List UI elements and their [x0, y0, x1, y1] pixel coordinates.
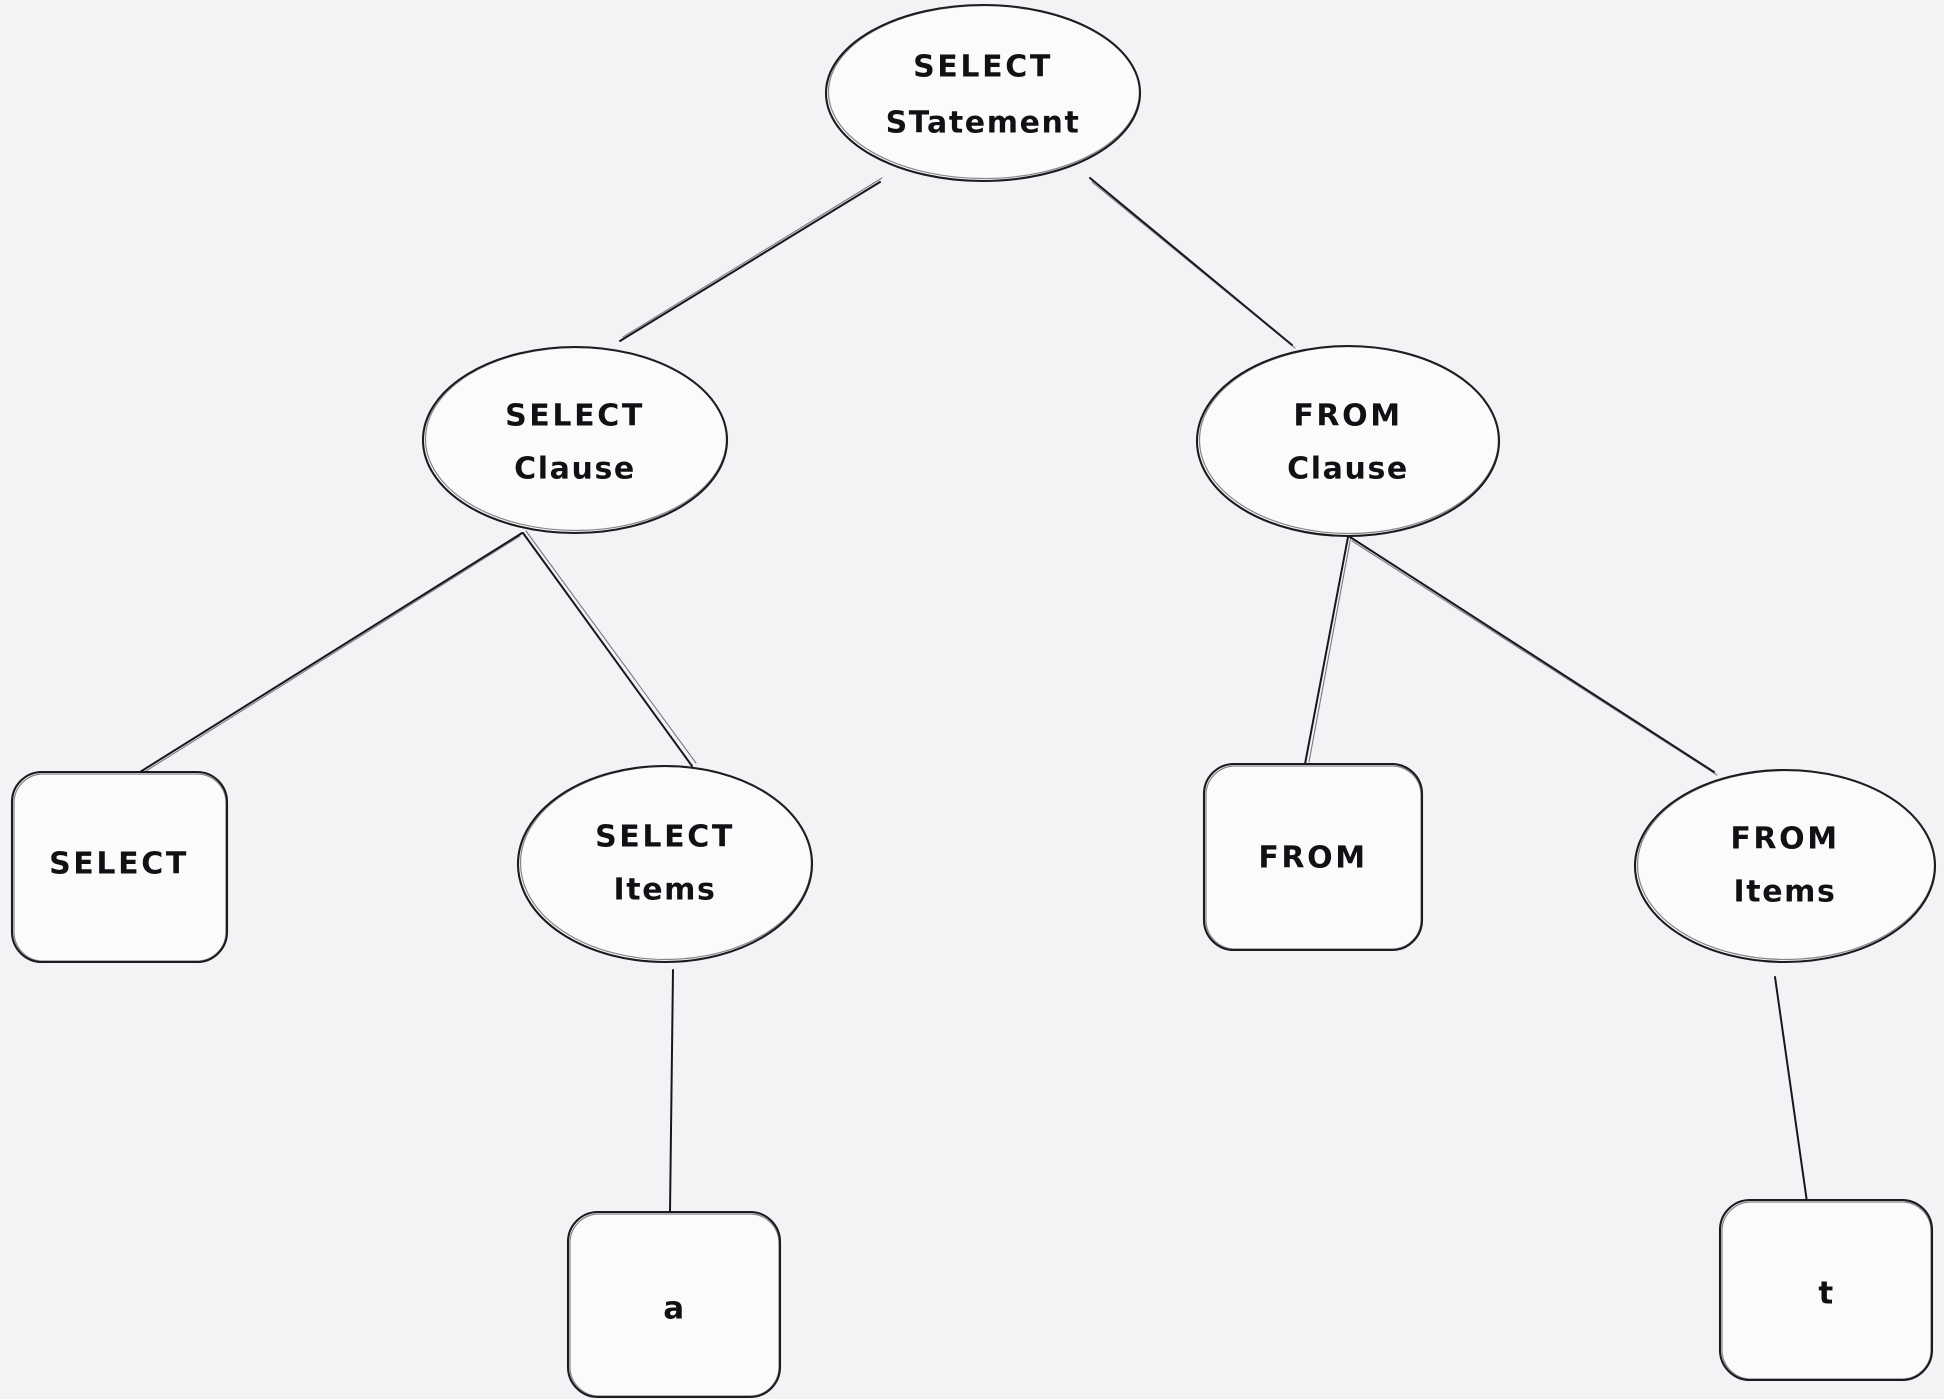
node-select-terminal[interactable]: SELECT	[10, 770, 229, 964]
edge-root-to-from-clause	[1089, 177, 1296, 349]
nodes-layer: SELECT STatement SELECT Clause FROM Clau…	[10, 3, 1937, 1399]
edges-layer	[137, 177, 1808, 1213]
node-table-t[interactable]: t	[1718, 1198, 1934, 1382]
node-table-t-label: t	[1818, 1276, 1833, 1312]
edge-from-items-to-table-t	[1774, 976, 1808, 1203]
node-from-items-line1: FROM	[1730, 822, 1839, 857]
edge-from-clause-to-from-items	[1349, 536, 1718, 776]
node-select-clause-line2: Clause	[514, 452, 636, 487]
node-select-statement-line2: STatement	[886, 106, 1081, 141]
node-select-items-line1: SELECT	[595, 820, 735, 855]
node-column-a[interactable]: a	[566, 1210, 782, 1399]
node-select-items-line2: Items	[614, 873, 717, 908]
node-select-statement[interactable]: SELECT STatement	[824, 3, 1142, 183]
node-from-clause[interactable]: FROM Clause	[1195, 344, 1501, 538]
node-select-statement-line1: SELECT	[913, 50, 1053, 85]
edge-select-clause-to-select-terminal	[137, 532, 523, 777]
node-select-items[interactable]: SELECT Items	[516, 764, 814, 964]
edge-from-clause-to-from-terminal	[1304, 535, 1352, 765]
node-from-clause-line2: Clause	[1287, 452, 1409, 487]
node-from-terminal[interactable]: FROM	[1202, 762, 1424, 952]
node-from-clause-line1: FROM	[1293, 399, 1402, 434]
node-select-clause-line1: SELECT	[505, 399, 645, 434]
edge-select-clause-to-select-items	[522, 530, 697, 767]
node-from-items[interactable]: FROM Items	[1633, 768, 1937, 964]
node-from-items-line2: Items	[1734, 875, 1837, 910]
edge-select-items-to-column-a	[669, 969, 674, 1213]
node-select-clause[interactable]: SELECT Clause	[421, 345, 729, 535]
node-column-a-label: a	[663, 1291, 684, 1327]
node-select-terminal-label: SELECT	[49, 847, 189, 882]
node-from-terminal-label: FROM	[1258, 841, 1367, 876]
edge-root-to-select-clause	[619, 177, 883, 342]
